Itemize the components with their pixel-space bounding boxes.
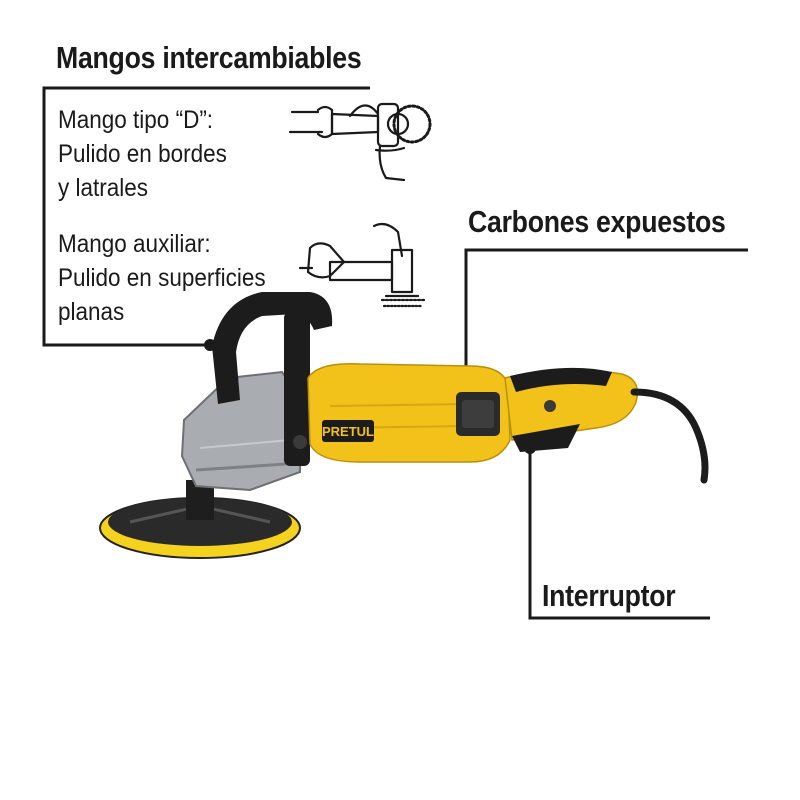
brand-label: PRETUL xyxy=(322,424,374,439)
gear-head xyxy=(180,370,304,492)
aux-handle-line-3: planas xyxy=(58,298,125,326)
d-handle-usage-icon xyxy=(288,102,432,182)
power-cord xyxy=(630,388,709,484)
handles-leader-line xyxy=(42,86,370,347)
d-handle xyxy=(212,292,333,404)
aux-handle-line-1: Mango auxiliar: xyxy=(58,230,211,258)
d-handle-line-3: y latrales xyxy=(58,174,149,202)
switch-title: Interruptor xyxy=(542,578,676,613)
aux-handle-line-2: Pulido en superficies xyxy=(58,264,266,292)
switch-leader-line xyxy=(528,448,710,620)
brushes-title: Carbones expuestos xyxy=(468,204,726,239)
handles-title: Mangos intercambiables xyxy=(56,40,362,75)
aux-handle-usage-icon xyxy=(298,222,426,308)
brushes-leader-line xyxy=(464,248,748,410)
d-handle-line-2: Pulido en bordes xyxy=(58,140,227,168)
d-handle-line-1: Mango tipo “D”: xyxy=(58,106,214,134)
polisher-image: PRETUL xyxy=(99,292,709,559)
